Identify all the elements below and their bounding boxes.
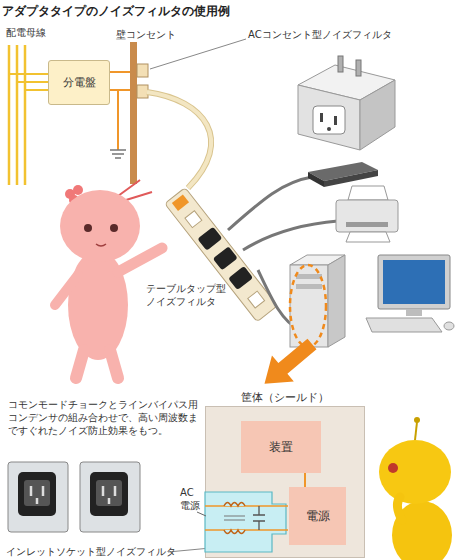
- character-head: [60, 190, 140, 262]
- inlet-pins: [31, 486, 43, 504]
- pc-front: [290, 265, 328, 347]
- keyboard: [366, 318, 442, 332]
- ground-symbol: [110, 150, 126, 158]
- box-label: 装置: [269, 441, 293, 454]
- character-eye: [84, 224, 92, 232]
- tap-socket: [185, 211, 202, 228]
- router-side: [324, 170, 378, 187]
- device-side: [360, 80, 395, 150]
- filter-label: テーブルタップ型 ノイズフィルタ: [146, 282, 232, 308]
- filter-label: ACコンセント型ノイズフィルタ: [248, 28, 438, 41]
- plug-prong: [356, 60, 361, 76]
- choke-core: [224, 516, 245, 520]
- inlet-socket: [18, 472, 56, 516]
- device-box: 装置: [241, 421, 321, 473]
- printer-paper: [348, 186, 388, 200]
- power-supply-box: 電源: [289, 487, 346, 545]
- outlet-label: 壁コンセント: [116, 28, 196, 41]
- wall: [130, 42, 137, 184]
- leader-line: [197, 512, 206, 516]
- inlet-socket-inner: [96, 480, 122, 506]
- wire-connector: [304, 473, 306, 487]
- character-eye: [388, 463, 398, 473]
- character-head: [379, 440, 451, 504]
- bus-wire: [9, 74, 50, 90]
- choke-coil: [224, 503, 245, 534]
- cable-outline: [147, 92, 211, 188]
- cord: [243, 221, 338, 250]
- character-arm: [397, 497, 402, 520]
- tap-switch: [172, 194, 189, 210]
- tap-socket: [248, 291, 265, 308]
- socket-ground: [327, 127, 331, 131]
- character-leg: [76, 350, 118, 378]
- pc-side: [328, 255, 345, 347]
- printer-body: [336, 200, 398, 232]
- filter-label: インレットソケット型ノイズフィルタ: [6, 545, 206, 558]
- diagram-title: アダプタタイプのノイズフィルタの使用例: [2, 3, 230, 20]
- box-heading: 筐体（シールド）: [206, 391, 364, 404]
- inlet-pins: [103, 486, 115, 504]
- monitor-stand: [406, 309, 422, 316]
- wall-outlet: [137, 64, 148, 77]
- power-wire: [110, 72, 133, 150]
- box-label: 分電盤: [63, 76, 96, 89]
- monitor: [378, 255, 450, 309]
- wall-outlet: [137, 85, 148, 98]
- character-mouth: [96, 244, 106, 246]
- character-antenna: [415, 422, 417, 440]
- pointer-arrow: [254, 331, 323, 397]
- bus-label: 配電母線: [6, 26, 66, 39]
- terminal-label: AC 電源: [180, 486, 204, 512]
- character-antenna-tip: [414, 417, 420, 423]
- socket-slot: [320, 113, 323, 122]
- character-arm: [55, 275, 78, 305]
- drive-slot: [296, 274, 322, 279]
- plug-prong: [338, 56, 343, 72]
- leader-line: [150, 39, 246, 69]
- printer-tray: [346, 232, 390, 242]
- router-front: [308, 172, 324, 187]
- cable: [147, 92, 211, 188]
- plug: [197, 227, 222, 251]
- inlet-socket-inner: [24, 480, 50, 506]
- character-flower: [73, 185, 83, 195]
- capacitor-symbol: [253, 506, 265, 530]
- box-label: 電源: [306, 510, 330, 523]
- cord: [228, 177, 312, 230]
- panel-box: 分電盤: [48, 60, 110, 105]
- power-wire: [205, 506, 288, 530]
- highlight-ellipse: [290, 265, 326, 347]
- plug: [228, 266, 253, 290]
- inlet-filter-block: [205, 492, 286, 552]
- arrow-shape: [254, 331, 323, 397]
- note-text: コモンモードチョークとラインバイパス用コンデンサの組み合わせで、高い周波数まです…: [8, 398, 198, 437]
- inlet-filter-photo: [8, 462, 68, 532]
- mouse: [444, 322, 454, 330]
- drive-slot: [296, 284, 322, 289]
- monitor-screen: [383, 260, 445, 304]
- bus-bar: [9, 45, 25, 185]
- device-front: [298, 85, 360, 150]
- socket-face: [313, 106, 345, 134]
- socket-slot: [334, 116, 337, 125]
- inlet-filter-photo: [80, 462, 140, 532]
- character-eye: [110, 224, 118, 232]
- enclosure-box: 筐体（シールド）装置電源: [205, 406, 365, 558]
- printer-slot: [346, 222, 388, 227]
- plug: [213, 246, 238, 270]
- inlet-socket: [90, 472, 128, 516]
